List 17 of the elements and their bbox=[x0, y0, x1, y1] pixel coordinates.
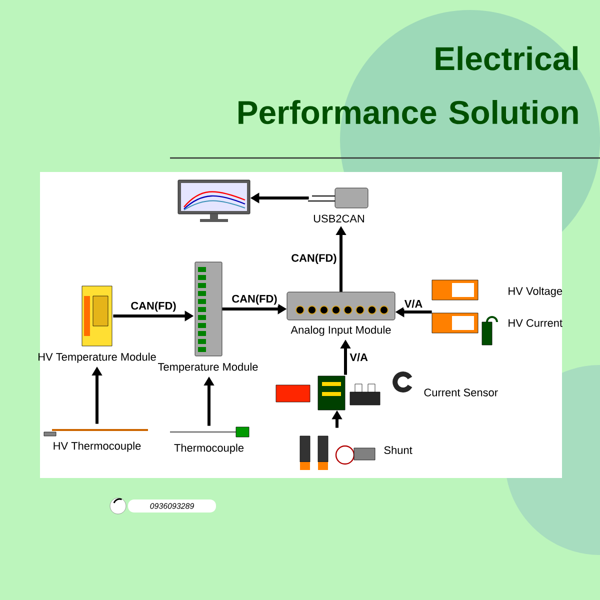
node-label: Thermocouple bbox=[174, 444, 244, 454]
edge-label: CAN(FD) bbox=[232, 294, 277, 305]
node-label: Current Sensor bbox=[424, 388, 498, 396]
node-label: Analog Input Module bbox=[290, 326, 391, 336]
node-label: USB2CAN bbox=[314, 214, 364, 222]
title: Electrical Performance Solution bbox=[238, 46, 578, 124]
edge-label: V/A bbox=[404, 300, 422, 308]
node-label: HV Voltage bbox=[508, 286, 562, 298]
node-label: Temperature Module bbox=[158, 362, 258, 373]
node-label: HV Temperature Module bbox=[38, 352, 156, 363]
node-label: Shunt bbox=[384, 446, 412, 454]
edge-label: V/A bbox=[350, 353, 368, 362]
node-label: HV Current bbox=[508, 319, 562, 327]
node-label: HV Thermocouple bbox=[54, 442, 141, 452]
edge-label: CAN(FD) bbox=[131, 302, 176, 312]
edge-label: CAN(FD) bbox=[292, 254, 336, 264]
monitor-drawing bbox=[178, 180, 250, 222]
